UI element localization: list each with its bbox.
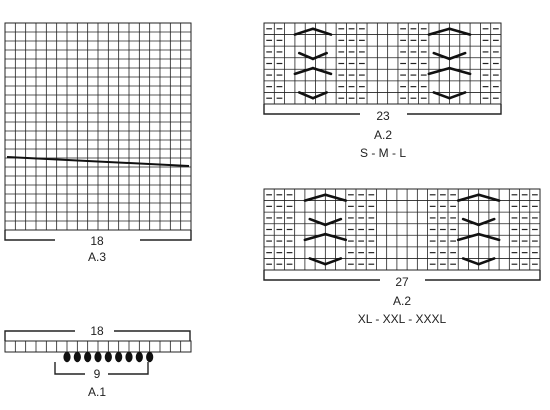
chart-a2-large-cable-stroke: [477, 193, 501, 202]
chart-a2-large-frame: [263, 188, 541, 271]
chart-a2-small-cable-stroke: [448, 27, 472, 36]
chart-a3-width-label: 18: [90, 234, 104, 248]
chart-a2-small-cable-stroke: [311, 66, 333, 76]
chart-a3-diagonal-line: [6, 156, 190, 167]
chart-a2-small-cable-stroke: [448, 66, 472, 76]
chart-a2-large-cable-stroke: [456, 193, 480, 202]
chart-a2-small-frame: [263, 22, 502, 105]
chart-a2-large-cable-stroke: [324, 193, 348, 202]
chart-a2-large-cable-stroke: [303, 193, 327, 202]
chart-a1-bobble: [146, 351, 154, 363]
chart-a2-small-cable-stroke: [297, 91, 315, 100]
chart-a2-large-cable-stroke: [477, 217, 496, 227]
chart-a1-bobble: [135, 351, 143, 363]
chart-a3: 18 A.3: [4, 22, 192, 264]
chart-a2-small-cable-stroke: [311, 51, 328, 61]
chart-a3-name-label: A.3: [88, 250, 106, 264]
chart-a2-large-cable-stroke: [461, 217, 480, 227]
chart-a1-bobble: [84, 351, 92, 363]
chart-a2-large-cable-stroke: [324, 257, 343, 266]
chart-a1-bobble: [125, 351, 133, 363]
chart-a2-large-cable-stroke: [477, 257, 496, 266]
chart-a2-large: 27 A.2 XL - XXL - XXXL: [263, 188, 541, 326]
chart-a2-small-cable-stroke: [297, 51, 315, 61]
chart-a1-inner-width-label: 9: [94, 367, 101, 381]
chart-a2-large-cable-stroke: [308, 217, 327, 227]
chart-a1-bobble: [63, 351, 71, 363]
chart-a2-small-sizes-label: S - M - L: [360, 146, 406, 160]
chart-a1-bobble: [104, 351, 112, 363]
chart-a3-grid: [4, 22, 192, 231]
chart-a1-inner-width-bracket: [54, 362, 149, 375]
chart-a2-small-cable-stroke: [448, 91, 467, 100]
chart-a2-small-cable-stroke: [432, 91, 451, 100]
chart-a2-large-sizes-label: XL - XXL - XXXL: [358, 312, 447, 326]
chart-a2-small-cables: [293, 27, 472, 100]
chart-a2-small-cable-stroke: [311, 27, 333, 36]
chart-a3-width-bracket: [4, 230, 192, 241]
chart-a2-large-cables: [303, 193, 501, 266]
chart-a2-large-cable-stroke: [308, 257, 327, 266]
chart-a2-small-cable-stroke: [427, 27, 451, 36]
chart-a2-small-cable-stroke: [293, 27, 315, 36]
chart-a2-large-cable-stroke: [324, 217, 343, 227]
chart-a2-small-cable-stroke: [427, 66, 451, 76]
chart-a2-large-cable-stroke: [461, 257, 480, 266]
chart-a2-large-width-label: 27: [395, 275, 409, 289]
chart-a2-large-cable-stroke: [477, 232, 501, 242]
chart-a2-small-cable-stroke: [448, 51, 467, 61]
chart-a1: 18 9 A.1: [4, 324, 192, 399]
chart-a2-small-name-label: A.2: [374, 128, 392, 142]
chart-a1-bobble: [94, 351, 102, 363]
chart-a1-top-width-label: 18: [90, 324, 104, 338]
chart-a2-large-cable-stroke: [303, 232, 327, 242]
chart-a2-large-cable-stroke: [456, 232, 480, 242]
chart-a2-small: 23 A.2 S - M - L: [263, 22, 502, 160]
chart-a1-bobble: [115, 351, 123, 363]
chart-a2-large-cable-stroke: [324, 232, 348, 242]
chart-a1-top-width-bracket: [4, 330, 191, 341]
chart-a2-large-grid: [263, 188, 541, 271]
chart-a2-large-width-bracket: [263, 270, 541, 281]
chart-a2-small-width-label: 23: [376, 109, 390, 123]
chart-a2-large-name-label: A.2: [393, 294, 411, 308]
chart-a1-bobble: [73, 351, 81, 363]
chart-a2-small-cable-stroke: [293, 66, 315, 76]
chart-a2-small-cable-stroke: [311, 91, 328, 100]
chart-a2-small-cable-stroke: [432, 51, 451, 61]
chart-a1-bobbles: [63, 351, 154, 363]
chart-a1-name-label: A.1: [88, 385, 106, 399]
chart-a2-small-width-bracket: [263, 104, 502, 115]
chart-a1-grid: [4, 340, 192, 353]
